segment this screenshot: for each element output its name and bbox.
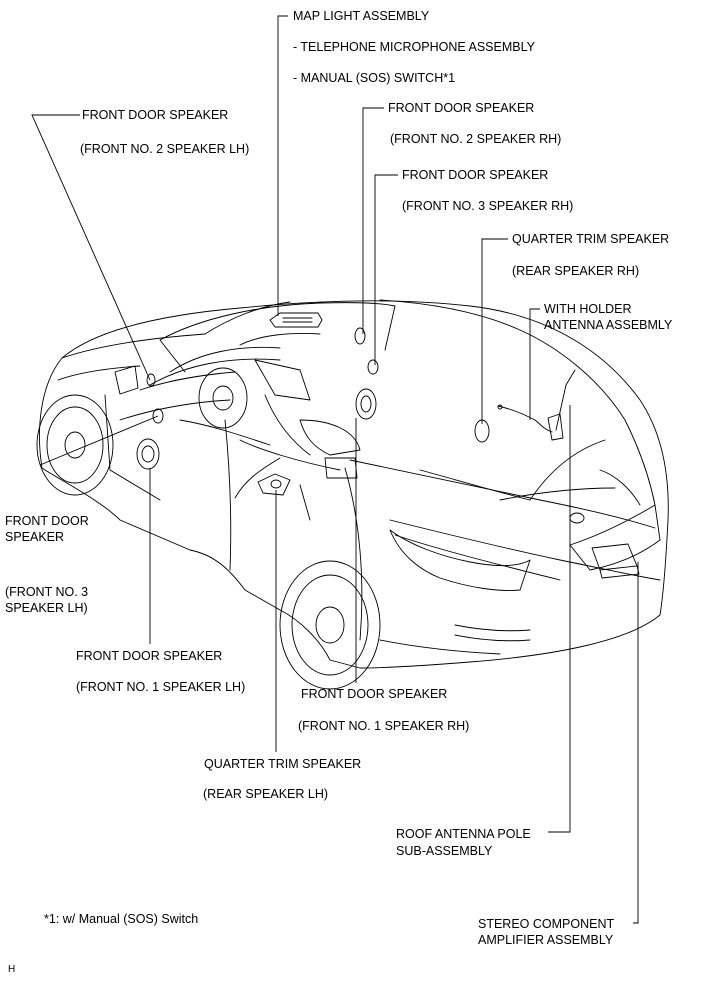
roof-antenna-label-1: ROOF ANTENNA POLE (396, 827, 531, 841)
side-mirror (114, 365, 139, 395)
speaker-front-no2-rh (354, 327, 366, 345)
speaker-front-no1-lh (136, 438, 160, 470)
quarter-trim-lh-sub: (REAR SPEAKER LH) (203, 787, 329, 801)
map-light-assembly (269, 312, 323, 328)
front-no2-lh-title: FRONT DOOR SPEAKER (82, 108, 229, 122)
speaker-quarter-trim-lh (257, 473, 291, 496)
front-no2-rh-sub: (FRONT NO. 2 SPEAKER RH) (390, 132, 562, 146)
front-no3-lh-title-2: SPEAKER (5, 530, 65, 544)
speaker-front-no2-lh (146, 373, 156, 387)
speaker-front-no1-rh (355, 388, 377, 420)
car-body-outline (39, 299, 669, 669)
front-no1-rh-title: FRONT DOOR SPEAKER (301, 687, 448, 701)
interior (149, 332, 361, 479)
front-no3-lh-title-1: FRONT DOOR (5, 514, 89, 528)
manual-sos-switch-label: - MANUAL (SOS) SWITCH*1 (293, 71, 456, 85)
footnote: *1: w/ Manual (SOS) Switch (44, 912, 199, 926)
leader-lines (31, 15, 639, 924)
quarter-trim-rh-sub: (REAR SPEAKER RH) (512, 264, 640, 278)
front-no3-lh-sub-1: (FRONT NO. 3 (5, 585, 89, 599)
front-no3-rh-title: FRONT DOOR SPEAKER (402, 168, 549, 182)
speaker-front-no3-lh (152, 408, 164, 424)
speaker-front-no3-rh (367, 359, 379, 375)
stereo-amp-label-1: STEREO COMPONENT (478, 917, 615, 931)
trunk-and-taillights (389, 487, 661, 591)
front-no2-rh-title: FRONT DOOR SPEAKER (388, 101, 535, 115)
antenna-holder-label-1: WITH HOLDER (544, 302, 632, 316)
corner-mark: H (8, 964, 16, 975)
front-no3-lh-sub-2: SPEAKER LH) (5, 601, 88, 615)
roof-antenna-label-2: SUB-ASSEMBLY (396, 844, 493, 858)
stereo-amp-label-2: AMPLIFIER ASSEMBLY (478, 933, 614, 947)
front-no1-lh-title: FRONT DOOR SPEAKER (76, 649, 223, 663)
front-no2-lh-sub: (FRONT NO. 2 SPEAKER LH) (80, 142, 250, 156)
front-no1-rh-sub: (FRONT NO. 1 SPEAKER RH) (298, 719, 470, 733)
front-no3-rh-sub: (FRONT NO. 3 SPEAKER RH) (402, 199, 574, 213)
quarter-trim-rh-title: QUARTER TRIM SPEAKER (512, 232, 670, 246)
map-light-label: MAP LIGHT ASSEMBLY (293, 9, 430, 23)
stereo-amplifier (591, 543, 640, 579)
telephone-microphone-label: - TELEPHONE MICROPHONE ASSEMBLY (293, 40, 535, 54)
roof-antenna-pole (497, 369, 576, 441)
wheels (36, 394, 381, 690)
antenna-holder-label-2: ANTENNA ASSEBMLY (544, 318, 673, 332)
front-no1-lh-sub: (FRONT NO. 1 SPEAKER LH) (76, 680, 246, 694)
quarter-trim-lh-title: QUARTER TRIM SPEAKER (204, 757, 362, 771)
